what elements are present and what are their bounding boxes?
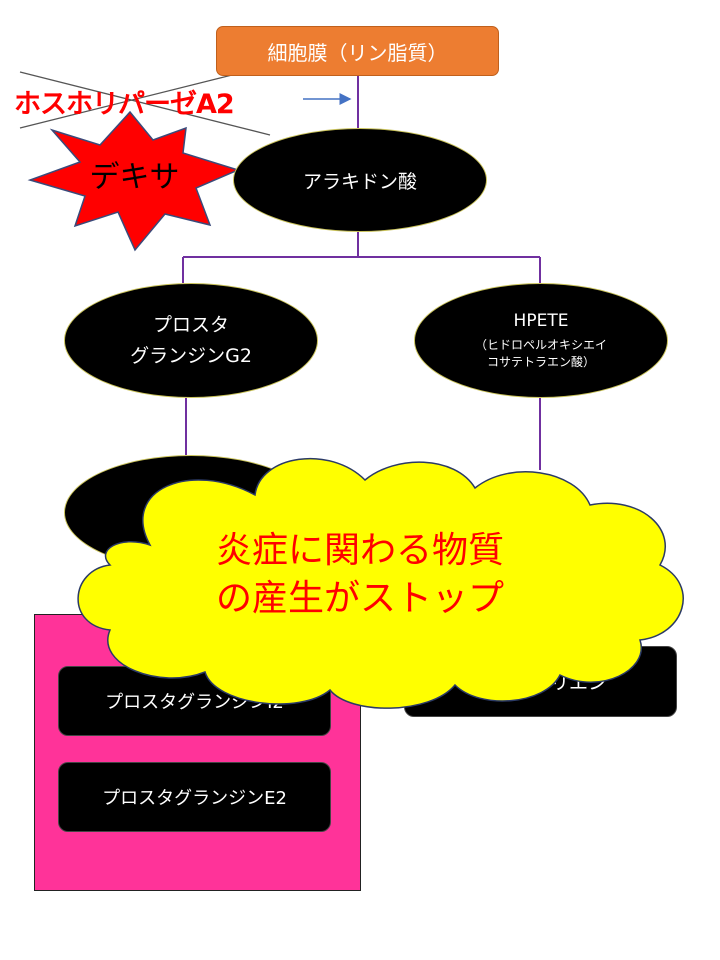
drug-label: デキサ — [82, 152, 187, 196]
pgi2-label: プロスタグランジンI2 — [105, 692, 284, 713]
cross-line-1 — [19, 71, 271, 136]
hpete-node: HPETE （ヒドロペルオキシエイ コサテトラエン酸） — [414, 283, 668, 398]
cloud-message: 炎症に関わる物質 の産生がストップ — [150, 520, 570, 630]
pgg2-line2: グランジンG2 — [130, 344, 252, 367]
pge2-label: プロスタグランジンE2 — [102, 788, 287, 809]
cloud-line1: 炎症に関わる物質 — [215, 530, 504, 571]
arachidonic-node: アラキドン酸 — [233, 128, 487, 232]
hpete-title: HPETE — [513, 310, 569, 331]
membrane-label: 細胞膜（リン脂質） — [267, 40, 448, 65]
membrane-box: 細胞膜（リン脂質） — [216, 26, 499, 76]
enzyme-label: ホスホリパーゼA2 — [14, 82, 274, 120]
pgg2-node: プロスタ グランジンG2 — [64, 283, 318, 398]
prostaglandin-group-box — [34, 614, 361, 891]
hpete-sub2: コサテトラエン酸） — [486, 354, 595, 369]
drug-text: デキサ — [89, 160, 180, 195]
pge2-box: プロスタグランジンE2 — [58, 762, 331, 832]
pgi2-box: プロスタグランジンI2 — [58, 666, 331, 736]
leukotriene-box: ロイコトリエン — [404, 646, 677, 717]
enzyme-text: ホスホリパーゼA2 — [14, 88, 235, 120]
leukotriene-label: ロイコトリエン — [473, 672, 607, 694]
cloud-line2: の産生がストップ — [215, 578, 504, 619]
arachidonic-label: アラキドン酸 — [302, 170, 417, 193]
cross-line-2 — [19, 69, 253, 129]
drug-starburst — [27, 110, 241, 252]
hpete-sub1: （ヒドロペルオキシエイ — [474, 337, 607, 352]
pgh2-line1: プロスタ — [172, 485, 249, 508]
pgg2-line1: プロスタ — [152, 313, 229, 336]
